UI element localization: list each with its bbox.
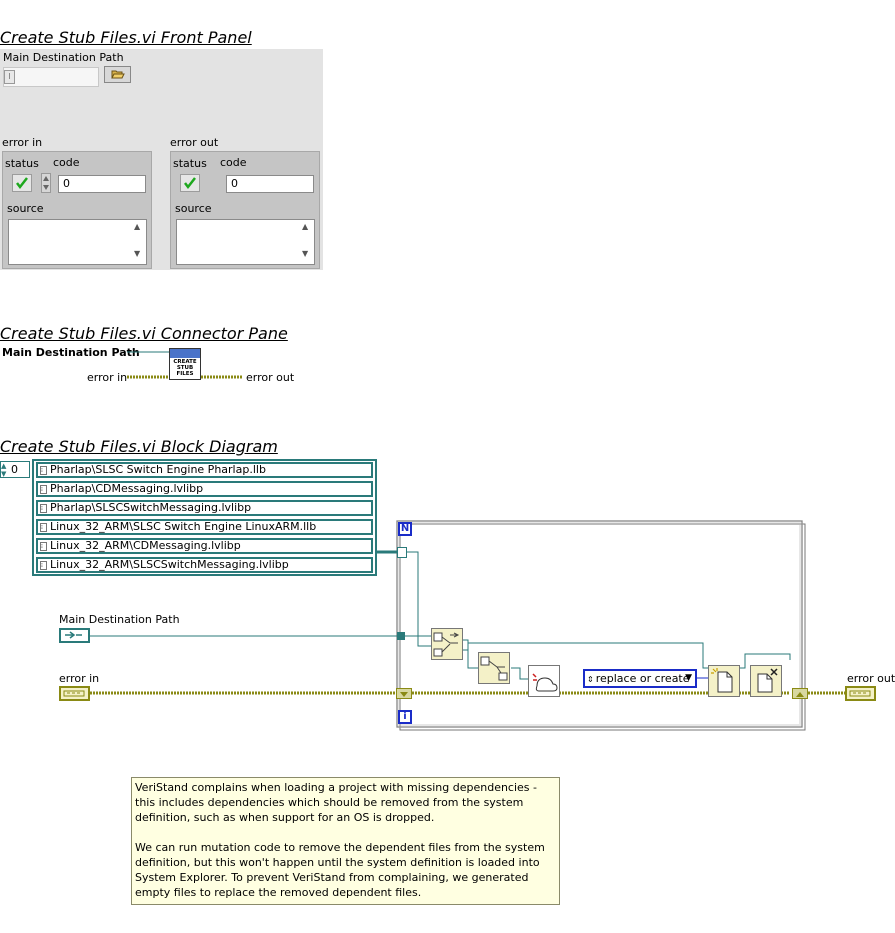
close-file-icon xyxy=(757,668,778,693)
close-file-subvi[interactable] xyxy=(750,665,782,697)
updown-arrows-icon[interactable]: ▲▼ xyxy=(1,462,7,478)
bd-error-in-label: error in xyxy=(59,672,100,685)
path-icon: ⁝ xyxy=(40,466,47,475)
error-out-source-label: source xyxy=(175,202,212,215)
error-out-terminal[interactable] xyxy=(845,686,876,701)
create-folder-subvi[interactable] xyxy=(528,665,560,697)
error-out-status-label: status xyxy=(173,157,207,170)
bd-main-destination-path-label: Main Destination Path xyxy=(59,613,180,626)
error-out-code-label: code xyxy=(220,156,247,169)
connector-wires xyxy=(127,351,243,379)
cp-error-out-label: error out xyxy=(246,371,295,384)
block-diagram-comment: VeriStand complains when loading a proje… xyxy=(131,777,560,905)
file-operation-enum[interactable]: ⇕replace or create ▼ xyxy=(583,669,697,688)
error-in-label: error in xyxy=(2,136,43,149)
array-item-3[interactable]: ⁝Linux_32_ARM\SLSC Switch Engine LinuxAR… xyxy=(36,519,373,535)
error-in-code-field[interactable]: 0 xyxy=(58,175,146,193)
error-out-code-field: 0 xyxy=(226,175,314,193)
shift-register-right[interactable] xyxy=(792,688,808,699)
connector-pane-title: Create Stub Files.vi Connector Pane xyxy=(0,324,288,343)
loop-iteration-terminal: i xyxy=(398,710,412,724)
array-item-5[interactable]: ⁝Linux_32_ARM\SLSCSwitchMessaging.lvlibp xyxy=(36,557,373,573)
path-icon: ⁝ xyxy=(40,561,47,570)
error-in-status-indicator[interactable] xyxy=(12,174,32,192)
comment-paragraph-2: We can run mutation code to remove the d… xyxy=(135,841,545,899)
new-file-icon xyxy=(711,668,733,693)
cp-main-destination-path-label: Main Destination Path xyxy=(2,346,140,359)
path-icon: ⁝ xyxy=(40,485,47,494)
front-panel-title: Create Stub Files.vi Front Panel xyxy=(0,28,252,47)
dropdown-arrow-icon: ▼ xyxy=(685,673,692,683)
main-destination-path-terminal[interactable] xyxy=(59,628,90,643)
up-arrow-icon xyxy=(796,692,804,697)
path-icon: ⁝ xyxy=(40,542,47,551)
path-type-icon: ⁝ xyxy=(4,70,15,84)
path-icon xyxy=(65,631,82,639)
strip-path-subvi[interactable] xyxy=(478,652,510,684)
block-diagram-title: Create Stub Files.vi Block Diagram xyxy=(0,437,278,456)
build-path-icon xyxy=(433,632,460,657)
build-path-subvi[interactable] xyxy=(431,628,463,660)
array-index-display[interactable]: 0 xyxy=(0,461,30,478)
shift-register-left[interactable] xyxy=(396,688,412,699)
scroll-arrows-icon[interactable]: ▲▼ xyxy=(134,222,141,258)
path-icon: ⁝ xyxy=(40,523,47,532)
error-in-source-field[interactable]: ▲▼ xyxy=(8,219,147,265)
cluster-icon xyxy=(849,690,871,697)
folder-open-icon xyxy=(111,70,125,79)
error-out-status-indicator xyxy=(180,174,200,192)
array-item-1[interactable]: ⁝Pharlap\CDMessaging.lvlibp xyxy=(36,481,373,497)
array-item-0[interactable]: ⁝Pharlap\SLSC Switch Engine Pharlap.llb xyxy=(36,462,373,478)
main-destination-path-input[interactable] xyxy=(3,67,99,87)
create-stub-files-vi-icon[interactable]: CREATE STUB FILES xyxy=(169,348,201,380)
error-out-source-field: ▲▼ xyxy=(176,219,315,265)
bd-error-out-label: error out xyxy=(847,672,895,685)
create-folder-icon xyxy=(532,673,558,692)
loop-count-terminal[interactable]: N xyxy=(398,522,412,536)
vi-icon-text: CREATE STUB FILES xyxy=(173,359,197,377)
error-in-source-label: source xyxy=(7,202,44,215)
array-item-2[interactable]: ⁝Pharlap\SLSCSwitchMessaging.lvlibp xyxy=(36,500,373,516)
error-in-code-label: code xyxy=(53,156,80,169)
auto-index-tunnel[interactable] xyxy=(397,547,407,558)
error-in-terminal[interactable] xyxy=(59,686,90,701)
main-destination-path-label: Main Destination Path xyxy=(3,51,124,64)
updown-arrows-icon: ⇕ xyxy=(587,675,594,684)
comment-paragraph-1: VeriStand complains when loading a proje… xyxy=(135,781,537,824)
file-path-array-constant[interactable]: ⁝Pharlap\SLSC Switch Engine Pharlap.llb … xyxy=(32,459,377,576)
path-tunnel[interactable] xyxy=(397,632,405,640)
scroll-arrows-icon[interactable]: ▲▼ xyxy=(302,222,309,258)
strip-path-icon xyxy=(480,656,508,681)
checkmark-icon xyxy=(184,177,196,190)
error-in-code-increment[interactable] xyxy=(41,173,51,193)
browse-button[interactable] xyxy=(104,66,131,83)
checkmark-icon xyxy=(16,177,28,190)
cp-error-in-label: error in xyxy=(87,371,128,384)
error-in-status-label: status xyxy=(5,157,39,170)
path-icon: ⁝ xyxy=(40,504,47,513)
down-arrow-icon xyxy=(400,692,408,697)
array-item-4[interactable]: ⁝Linux_32_ARM\CDMessaging.lvlibp xyxy=(36,538,373,554)
open-create-replace-file-subvi[interactable] xyxy=(708,665,740,697)
cluster-icon xyxy=(63,690,85,697)
error-out-label: error out xyxy=(170,136,219,149)
updown-arrows-icon xyxy=(43,176,49,190)
